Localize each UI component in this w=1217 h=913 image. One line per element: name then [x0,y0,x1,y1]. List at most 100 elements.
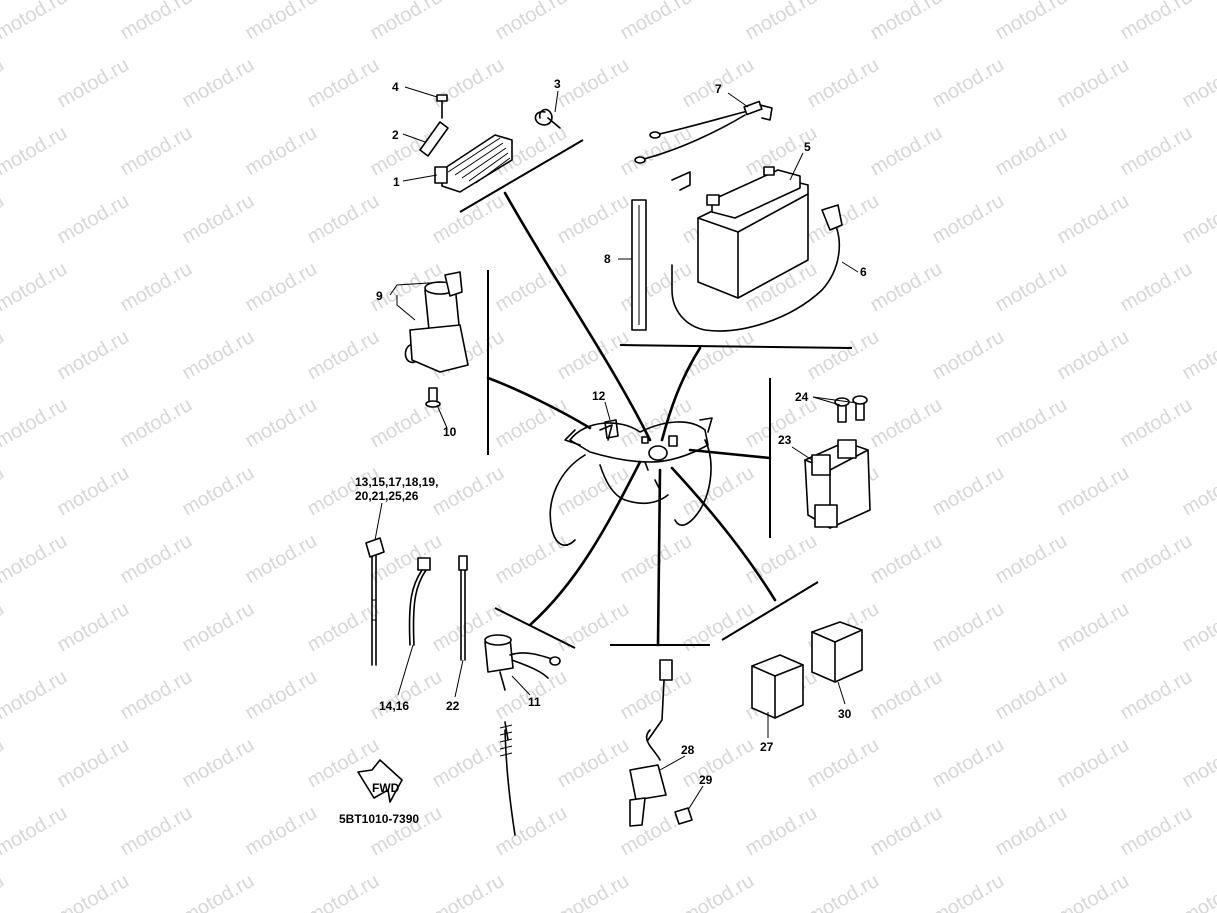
part-12-connector [604,419,619,439]
fwd-label: FWD [372,781,400,795]
callout-29: 29 [699,773,713,787]
watermark-text: motod.ru [1179,326,1217,385]
callout-22: 22 [446,699,460,713]
watermark-text: motod.ru [0,394,71,453]
watermark-text: motod.ru [492,258,571,317]
group-brackets [459,139,853,649]
callout-5: 5 [804,140,811,154]
watermark-text: motod.ru [304,870,383,913]
watermark-text: motod.ru [554,326,633,385]
watermark-text: motod.ru [367,802,446,861]
watermark-text: motod.ru [1179,54,1217,113]
watermark-text: motod.ru [429,190,508,249]
watermark-text: motod.ru [54,870,133,913]
watermark-text: motod.ru [179,54,258,113]
watermark-text: motod.ru [117,666,196,725]
watermark-text: motod.ru [0,122,71,181]
callout-labels: 4 2 1 3 7 5 6 8 9 10 12 13,15,17,18,19, … [339,77,867,826]
watermark-text: motod.ru [867,0,946,44]
watermark-text: motod.ru [117,802,196,861]
callout-2: 2 [392,128,399,142]
watermark-text: motod.ru [179,190,258,249]
battery [697,166,809,299]
watermark-text: motod.ru [54,190,133,249]
watermark-text: motod.ru [0,54,8,113]
watermark-text: motod.ru [1054,734,1133,793]
watermark-text: motod.ru [617,122,696,181]
watermark-text: motod.ru [617,530,696,589]
watermark-text: motod.ru [242,122,321,181]
watermark-text: motod.ru [1179,870,1217,913]
watermark-text: motod.ru [617,666,696,725]
watermark-text: motod.ru [867,394,946,453]
callout-30: 30 [838,707,852,721]
battery-negative-lead [671,204,843,332]
relay-unit-30 [811,621,863,683]
watermark-text: motod.ru [1117,802,1196,861]
watermark-text: motod.ru [1054,54,1133,113]
watermark-text: motod.ru [0,870,8,913]
watermark-text: motod.ru [1054,190,1133,249]
watermark-text: motod.ru [0,802,71,861]
watermark-text: motod.ru [0,0,71,44]
callout-24: 24 [795,390,809,404]
watermark-text: motod.ru [179,870,258,913]
watermark-text: motod.ru [429,54,508,113]
neutral-switch [484,634,561,836]
watermark-text: motod.ru [1054,462,1133,521]
watermark-text: motod.ru [304,326,383,385]
watermark-text: motod.ru [1117,258,1196,317]
watermark-text: motod.ru [554,870,633,913]
watermark-text: motod.ru [1054,326,1133,385]
callout-7: 7 [715,82,722,96]
watermark-text: motod.ru [679,598,758,657]
callout-10: 10 [443,425,457,439]
cable-tie-14-16 [408,557,431,646]
battery-band [631,199,647,331]
watermark-text: motod.ru [992,122,1071,181]
callout-28: 28 [681,743,695,757]
watermark-text: motod.ru [242,258,321,317]
watermark-text: motod.ru [679,870,758,913]
watermark-text: motod.ru [117,394,196,453]
watermark-text: motod.ru [554,734,633,793]
watermark-text: motod.ru [554,598,633,657]
diagram-code: 5BT1010-7390 [339,812,419,826]
watermark-text: motod.ru [992,666,1071,725]
watermark-text: motod.ru [492,530,571,589]
watermark-text: motod.ru [1117,0,1196,44]
watermark-text: motod.ru [554,462,633,521]
wiring-harness [486,191,777,647]
watermark-text: motod.ru [429,462,508,521]
wire-clip [534,108,561,129]
fuse-lead [634,100,773,191]
watermark-text: motod.ru [304,54,383,113]
fwd-arrow-icon: FWD [357,759,403,803]
watermark-text: motod.ru [1054,870,1133,913]
cable-tie-22 [458,555,468,661]
watermark-text: motod.ru [179,326,258,385]
watermark-text: motod.ru [0,530,71,589]
speed-sensor [629,659,693,827]
watermark-text: motod.ru [929,598,1008,657]
frame-outline [549,417,713,546]
watermark-text: motod.ru [117,0,196,44]
watermark-text: motod.ru [992,258,1071,317]
rectifier-regulator [419,94,513,193]
starter-relay-assembly [404,271,469,408]
callout-13-line2: 20,21,25,26 [355,489,419,503]
watermark-text: motod.ru [1117,122,1196,181]
watermark-text: motod.ru [242,394,321,453]
watermark-text: motod.ru [0,326,8,385]
watermark-text: motod.ru [492,394,571,453]
callout-13-line1: 13,15,17,18,19, [355,475,438,489]
watermark-text: motod.ru [492,802,571,861]
callout-8: 8 [604,252,611,266]
watermark-text: motod.ru [117,258,196,317]
callout-14-16: 14,16 [379,699,409,713]
watermark-text: motod.ru [929,462,1008,521]
watermark-text: motod.ru [0,734,8,793]
watermark-text: motod.ru [742,530,821,589]
watermark-text: motod.ru [804,870,883,913]
